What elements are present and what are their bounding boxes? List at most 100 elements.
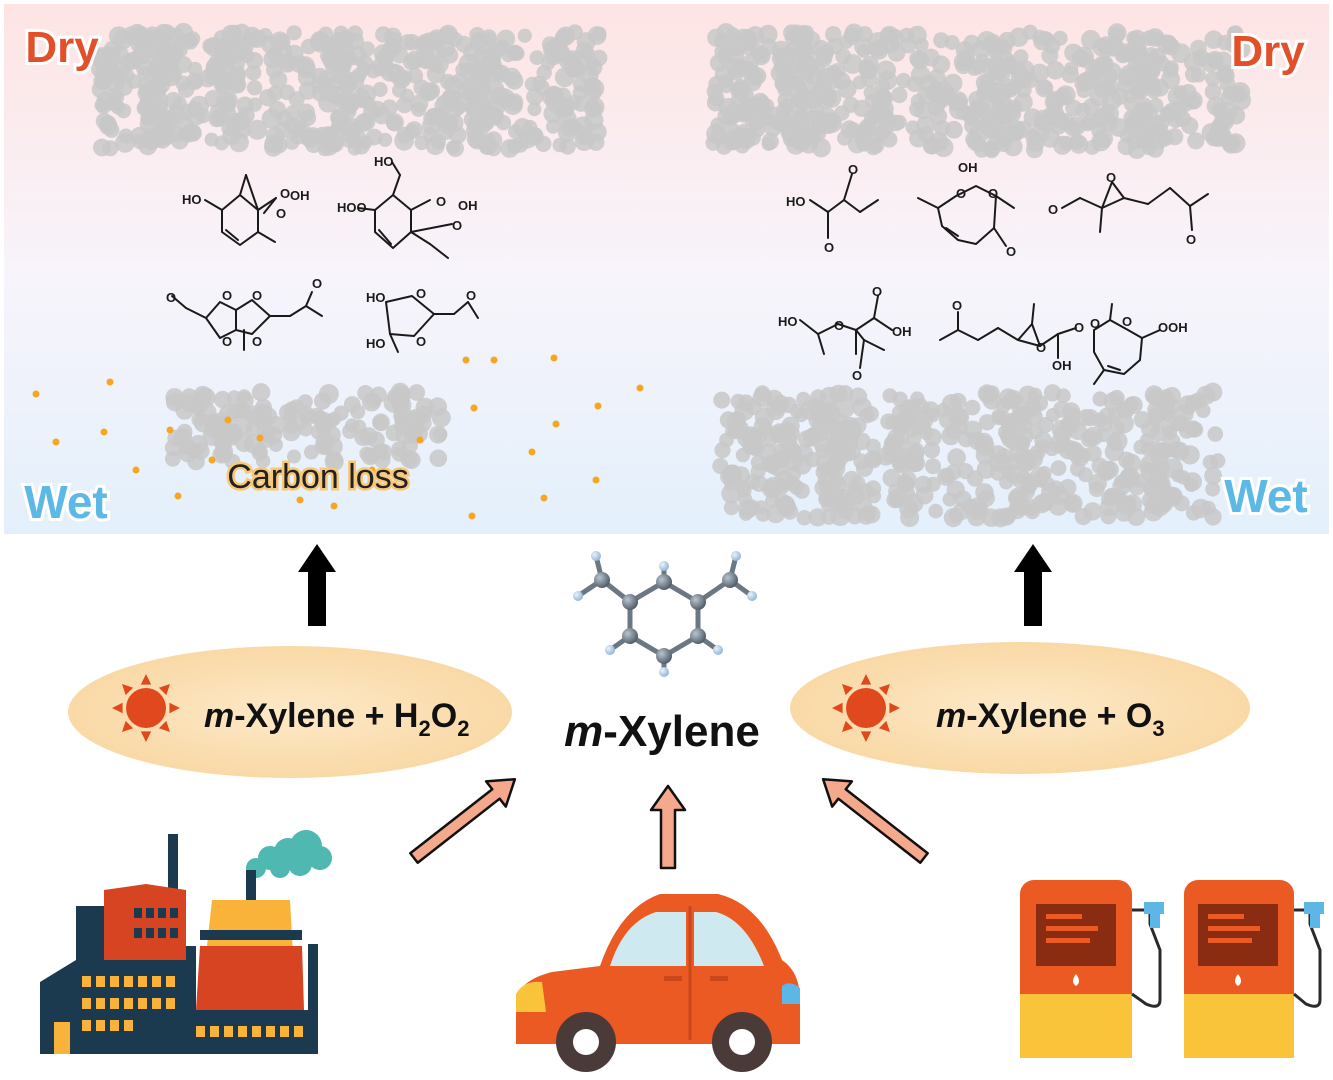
particle	[1074, 507, 1092, 526]
particle	[361, 97, 377, 112]
particle	[452, 72, 469, 89]
particle	[865, 139, 882, 156]
svg-text:O: O	[276, 206, 286, 221]
particle	[824, 441, 844, 460]
particle	[503, 95, 523, 115]
svg-text:O: O	[252, 334, 262, 349]
carbon-loss-dot	[32, 390, 40, 398]
particle	[377, 51, 394, 68]
particle	[880, 34, 900, 54]
particle	[981, 508, 1001, 527]
particle	[447, 102, 463, 119]
particle	[857, 507, 875, 525]
svg-text:O: O	[436, 194, 446, 209]
particle	[414, 135, 430, 151]
particle	[882, 468, 901, 488]
particle	[527, 102, 542, 117]
particle-clusters	[91, 22, 1251, 528]
particle	[400, 450, 418, 468]
particle	[347, 25, 363, 42]
particle	[1126, 30, 1141, 45]
particle	[737, 394, 755, 412]
particle	[1203, 382, 1223, 402]
particle	[707, 28, 726, 47]
particle	[463, 43, 482, 62]
xylene-ball-stick-icon	[573, 551, 757, 677]
particle	[928, 69, 946, 87]
particle	[176, 423, 193, 440]
particle	[892, 114, 907, 130]
particle	[837, 385, 854, 402]
particle	[932, 55, 951, 74]
particle	[876, 60, 896, 81]
source-arrow-factory	[409, 777, 517, 864]
molecule-right-2: OH O O O	[917, 160, 1016, 259]
particle	[953, 419, 968, 435]
reaction-label-o3: m-Xylene + O3	[936, 697, 1165, 741]
particle	[1149, 128, 1170, 149]
particle	[381, 99, 398, 116]
particle	[1209, 121, 1229, 141]
svg-text:O: O	[848, 162, 858, 177]
particle	[993, 65, 1011, 83]
particle	[167, 27, 185, 45]
svg-text:O: O	[312, 276, 322, 291]
particle	[1173, 495, 1190, 512]
particle	[136, 100, 153, 117]
particle	[584, 110, 604, 130]
particle	[387, 64, 407, 84]
particle	[1146, 84, 1162, 100]
particle	[341, 124, 361, 144]
particle	[320, 48, 335, 64]
particle	[1128, 109, 1147, 128]
particle	[204, 132, 219, 147]
particle	[1015, 436, 1031, 452]
particle	[820, 43, 835, 59]
particle	[415, 397, 435, 417]
particle	[794, 407, 809, 423]
particle	[334, 94, 349, 109]
particle	[977, 80, 996, 99]
particle	[359, 41, 375, 57]
carbon-loss-dot	[174, 492, 182, 500]
particle	[1204, 466, 1222, 485]
particle	[978, 414, 996, 431]
particle	[103, 122, 120, 138]
particle	[553, 99, 573, 119]
particle	[175, 75, 191, 91]
particle	[245, 64, 262, 81]
particle	[1157, 496, 1173, 513]
particle	[1107, 431, 1128, 451]
particle	[1084, 63, 1104, 83]
particle	[222, 35, 240, 52]
svg-text:O: O	[222, 334, 232, 349]
particle	[808, 84, 829, 105]
particle	[1147, 440, 1166, 460]
molecule-right-1: HO O O	[786, 162, 879, 255]
particle	[297, 394, 313, 410]
particle	[135, 31, 155, 51]
carbon-loss-dot	[132, 466, 140, 474]
particle	[479, 116, 495, 132]
particle	[1230, 85, 1247, 103]
particle	[947, 448, 966, 467]
carbon-loss-dot	[636, 384, 644, 392]
svg-text:OH: OH	[958, 160, 978, 175]
particle	[350, 404, 366, 420]
particle	[175, 401, 194, 420]
dry-label-right: Dry	[1231, 27, 1305, 76]
svg-text:O: O	[416, 286, 426, 301]
particle	[965, 130, 982, 148]
source-arrow-gas-station	[821, 777, 929, 864]
particle	[327, 411, 342, 426]
particle	[91, 60, 110, 79]
particle	[1096, 427, 1111, 443]
particle	[914, 475, 933, 494]
particle	[819, 107, 836, 124]
particle	[1091, 412, 1108, 428]
particle	[316, 420, 332, 436]
particle	[1215, 67, 1231, 82]
particle	[485, 80, 505, 100]
particle	[495, 114, 512, 131]
particle	[942, 492, 958, 507]
